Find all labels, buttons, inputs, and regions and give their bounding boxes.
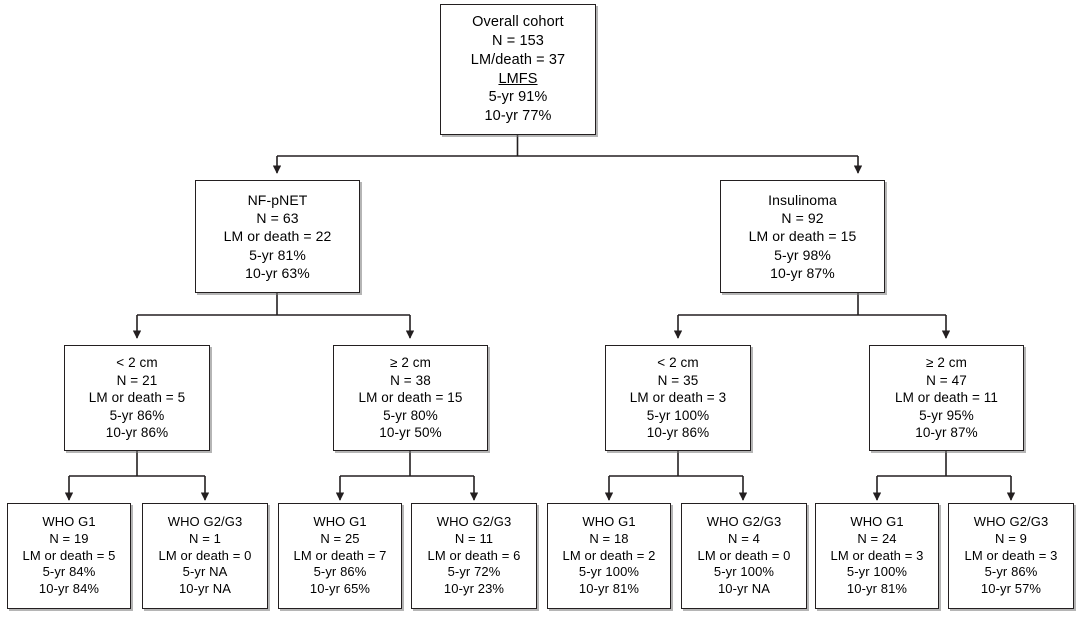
node-line: 5-yr 86% — [109, 407, 165, 423]
node-line: LM or death = 5 — [22, 547, 116, 563]
node-line: N = 35 — [657, 372, 699, 388]
node-line: 5-yr 100% — [846, 564, 908, 580]
node-line: < 2 cm — [657, 355, 699, 371]
node-insulinoma: Insulinoma N = 92 LM or death = 15 5-yr … — [720, 180, 885, 293]
connector-nfpnet-ge2cm-to-level3 — [335, 451, 479, 501]
node-line: 5-yr 80% — [383, 407, 438, 423]
node-nfpnet-lt2cm-g1: WHO G1 N = 19 LM or death = 5 5-yr 84% 1… — [7, 503, 131, 609]
node-line: N = 92 — [781, 210, 824, 227]
node-line: WHO G2/G3 — [973, 513, 1049, 529]
node-line: N = 18 — [589, 530, 629, 546]
node-line: LM or death = 3 — [830, 547, 924, 563]
node-insulinoma-lt2cm-g2g3: WHO G2/G3 N = 4 LM or death = 0 5-yr 100… — [681, 503, 807, 609]
node-insulinoma-ge2cm-g2g3: WHO G2/G3 N = 9 LM or death = 3 5-yr 86%… — [948, 503, 1074, 609]
node-line: LM or death = 15 — [748, 228, 857, 245]
node-line: 10-yr 77% — [484, 108, 552, 125]
node-line: N = 24 — [857, 530, 897, 546]
node-line: N = 9 — [995, 530, 1027, 546]
node-line: ≥ 2 cm — [389, 355, 431, 371]
connector-insulinoma-to-level2 — [673, 293, 951, 339]
connector-root-to-level1 — [272, 135, 863, 174]
node-line: Overall cohort — [472, 13, 564, 30]
node-line: WHO G1 — [42, 513, 96, 529]
node-nfpnet-ge2cm-g1: WHO G1 N = 25 LM or death = 7 5-yr 86% 1… — [278, 503, 402, 609]
node-line: 5-yr 86% — [313, 564, 367, 580]
node-line: 10-yr 84% — [38, 581, 100, 597]
node-line: 10-yr 86% — [105, 425, 169, 441]
node-line: LM or death = 3 — [629, 390, 727, 406]
node-line: < 2 cm — [116, 355, 158, 371]
node-line: Insulinoma — [768, 192, 837, 209]
node-line: LM or death = 6 — [427, 547, 521, 563]
node-line: 5-yr 100% — [646, 407, 710, 423]
node-line: N = 153 — [492, 32, 544, 49]
node-line: LM or death = 2 — [562, 547, 656, 563]
node-line: LM or death = 7 — [293, 547, 387, 563]
node-line: 10-yr 81% — [578, 581, 640, 597]
node-line: 5-yr 72% — [447, 564, 501, 580]
node-line: 5-yr 100% — [713, 564, 775, 580]
node-line: WHO G2/G3 — [436, 513, 512, 529]
node-line: LM or death = 0 — [158, 547, 252, 563]
node-line: WHO G1 — [850, 513, 904, 529]
node-line: LM or death = 15 — [358, 390, 463, 406]
connector-nfpnet-to-level2 — [132, 293, 415, 339]
node-nfpnet-ge2cm-g2g3: WHO G2/G3 N = 11 LM or death = 6 5-yr 72… — [411, 503, 537, 609]
node-line: N = 19 — [49, 530, 89, 546]
node-line: LM or death = 11 — [894, 390, 999, 406]
node-nfpnet-ge2cm: ≥ 2 cm N = 38 LM or death = 15 5-yr 80% … — [333, 345, 488, 451]
node-line: N = 11 — [454, 530, 494, 546]
node-line: 10-yr 86% — [646, 425, 710, 441]
node-nfpnet-lt2cm: < 2 cm N = 21 LM or death = 5 5-yr 86% 1… — [64, 345, 210, 451]
node-line: 10-yr 63% — [245, 264, 310, 281]
node-insulinoma-ge2cm: ≥ 2 cm N = 47 LM or death = 11 5-yr 95% … — [869, 345, 1024, 451]
node-line: N = 1 — [189, 530, 221, 546]
node-line: LM/death = 37 — [470, 51, 566, 68]
node-line: 10-yr 57% — [980, 581, 1042, 597]
node-line: NF-pNET — [247, 192, 308, 209]
node-line: 5-yr 95% — [919, 407, 974, 423]
node-line: 5-yr 100% — [578, 564, 640, 580]
node-line: LM or death = 3 — [964, 547, 1058, 563]
node-insulinoma-ge2cm-g1: WHO G1 N = 24 LM or death = 3 5-yr 100% … — [815, 503, 939, 609]
node-overall-cohort: Overall cohort N = 153 LM/death = 37 LMF… — [440, 4, 596, 135]
node-line: 10-yr 50% — [379, 425, 442, 441]
node-line: 5-yr 86% — [984, 564, 1038, 580]
node-line: LM or death = 5 — [88, 390, 186, 406]
node-line: 5-yr 81% — [249, 246, 306, 263]
node-line: 10-yr 87% — [770, 264, 835, 281]
node-line: 5-yr 91% — [488, 89, 548, 106]
node-line: N = 25 — [320, 530, 360, 546]
node-line: 5-yr 84% — [42, 564, 96, 580]
node-line: N = 38 — [390, 372, 431, 388]
node-line: N = 63 — [256, 210, 299, 227]
node-line: LM or death = 22 — [223, 228, 332, 245]
connector-insulinoma-ge2cm-to-level3 — [872, 451, 1016, 501]
node-line: N = 4 — [728, 530, 760, 546]
node-line: 5-yr 98% — [774, 246, 831, 263]
node-line: LMFS — [498, 70, 538, 87]
node-nfpnet-lt2cm-g2g3: WHO G2/G3 N = 1 LM or death = 0 5-yr NA … — [142, 503, 268, 609]
node-line: ≥ 2 cm — [925, 355, 967, 371]
node-insulinoma-lt2cm-g1: WHO G1 N = 18 LM or death = 2 5-yr 100% … — [547, 503, 671, 609]
connector-insulinoma-lt2cm-to-level3 — [604, 451, 748, 501]
connector-nfpnet-lt2cm-to-level3 — [64, 451, 210, 501]
node-line: 10-yr 81% — [846, 581, 908, 597]
node-line: 5-yr NA — [182, 564, 228, 580]
node-nf-pnet: NF-pNET N = 63 LM or death = 22 5-yr 81%… — [195, 180, 360, 293]
node-line: WHO G2/G3 — [167, 513, 243, 529]
node-line: WHO G1 — [313, 513, 367, 529]
node-line: 10-yr NA — [178, 581, 232, 597]
node-line: 10-yr 65% — [309, 581, 371, 597]
node-line: N = 21 — [116, 372, 158, 388]
node-line: WHO G2/G3 — [706, 513, 782, 529]
node-insulinoma-lt2cm: < 2 cm N = 35 LM or death = 3 5-yr 100% … — [605, 345, 751, 451]
node-line: 10-yr 23% — [443, 581, 505, 597]
node-line: 10-yr NA — [717, 581, 771, 597]
node-line: N = 47 — [926, 372, 967, 388]
node-line: WHO G1 — [582, 513, 636, 529]
node-line: LM or death = 0 — [697, 547, 791, 563]
node-line: 10-yr 87% — [915, 425, 978, 441]
